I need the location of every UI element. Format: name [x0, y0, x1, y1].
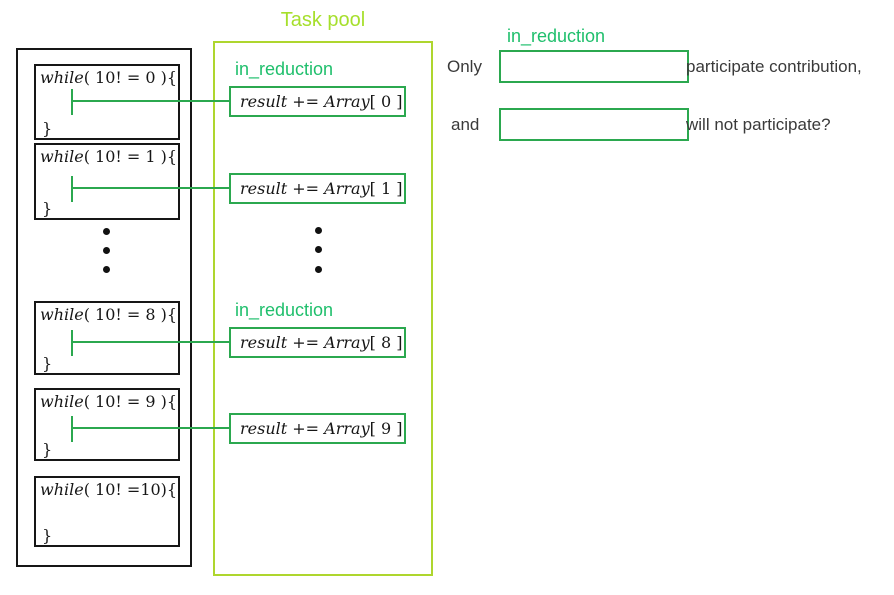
ellipsis-dot — [103, 266, 110, 273]
ellipsis-dot — [315, 266, 322, 273]
ellipsis-dot — [103, 247, 110, 254]
reduction-task-code: result += Array[ 9 ] — [240, 419, 403, 438]
reduction-task-box-8: result += Array[ 8 ] — [229, 327, 406, 358]
closing-brace: } — [42, 199, 53, 218]
reduction-task-box-0: result += Array[ 0 ] — [229, 86, 406, 117]
question-suffix-second: will not participate? — [686, 115, 831, 134]
answer-input-first[interactable] — [499, 50, 689, 83]
task-link-tick-0 — [71, 89, 73, 115]
closing-brace: } — [42, 354, 53, 373]
while-loop-code: while( 10! = 1 ){ — [40, 147, 178, 166]
question-prefix-and: and — [451, 115, 480, 134]
in-reduction-label-mid: in_reduction — [235, 300, 334, 320]
closing-brace: } — [42, 119, 53, 138]
while-loop-box-0: while( 10! = 0 ){ } — [34, 64, 180, 140]
in-reduction-label-question: in_reduction — [507, 26, 606, 46]
ellipsis-dot — [103, 228, 110, 235]
while-loop-box-1: while( 10! = 1 ){ } — [34, 143, 180, 220]
task-link-tick-1 — [71, 176, 73, 202]
reduction-task-box-9: result += Array[ 9 ] — [229, 413, 406, 444]
closing-brace: } — [42, 440, 53, 459]
question-prefix-only: Only — [447, 57, 482, 76]
answer-input-second[interactable] — [499, 108, 689, 141]
while-loop-box-9: while( 10! = 9 ){ } — [34, 388, 180, 461]
in-reduction-label-top: in_reduction — [235, 59, 334, 79]
reduction-task-box-1: result += Array[ 1 ] — [229, 173, 406, 204]
task-link-line-1 — [71, 187, 229, 189]
while-loop-code: while( 10! = 9 ){ — [40, 392, 178, 411]
while-loop-box-10: while( 10! =10){ } — [34, 476, 180, 547]
task-link-tick-9 — [71, 416, 73, 442]
task-pool-panel — [213, 41, 433, 576]
task-link-tick-8 — [71, 330, 73, 356]
while-loop-code: while( 10! = 8 ){ — [40, 305, 178, 324]
task-link-line-0 — [71, 100, 229, 102]
task-pool-title: Task pool — [280, 9, 366, 31]
while-loop-code: while( 10! = 0 ){ — [40, 68, 178, 87]
while-loop-code: while( 10! =10){ — [40, 480, 178, 499]
task-link-line-8 — [71, 341, 229, 343]
task-link-line-9 — [71, 427, 229, 429]
reduction-task-code: result += Array[ 0 ] — [240, 92, 403, 111]
ellipsis-dot — [315, 227, 322, 234]
question-suffix-first: participate contribution, — [686, 57, 862, 76]
ellipsis-dot — [315, 246, 322, 253]
closing-brace: } — [42, 526, 53, 545]
while-loop-box-8: while( 10! = 8 ){ } — [34, 301, 180, 375]
reduction-task-code: result += Array[ 8 ] — [240, 333, 403, 352]
reduction-task-code: result += Array[ 1 ] — [240, 179, 403, 198]
